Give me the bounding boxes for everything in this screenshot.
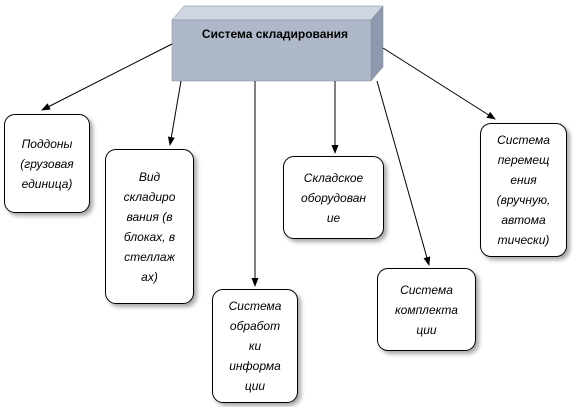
node-movement: Система перемещ ения (вручную, автома ти… <box>480 123 567 257</box>
root-box-top <box>171 5 384 21</box>
root-box-front <box>171 19 372 82</box>
node-equipment-label: Складское оборудован ие <box>301 170 366 225</box>
node-info-processing-label: Система обработ ки информа ции <box>228 299 282 393</box>
node-picking: Система комплекта ции <box>377 268 476 351</box>
root-node-box <box>171 5 384 82</box>
root-node-label: Система складирования <box>201 27 349 41</box>
node-equipment: Складское оборудован ие <box>283 156 384 239</box>
connector-to-movement <box>382 47 496 120</box>
connector-to-storage-type <box>167 80 182 146</box>
node-storage-type-label: Вид складиро вания (в блоках, в стеллаж … <box>123 169 176 284</box>
node-picking-label: Система комплекта ции <box>395 282 458 337</box>
node-movement-label: Система перемещ ения (вручную, автома ти… <box>496 133 551 247</box>
node-pallets: Поддоны (грузовая единица) <box>4 114 90 213</box>
connector-to-picking <box>376 80 431 266</box>
node-info-processing: Система обработ ки информа ции <box>212 289 298 403</box>
node-storage-type: Вид складиро вания (в блоках, в стеллаж … <box>105 149 194 304</box>
node-pallets-label: Поддоны (грузовая единица) <box>20 136 74 191</box>
connector-to-pallets <box>41 43 173 111</box>
